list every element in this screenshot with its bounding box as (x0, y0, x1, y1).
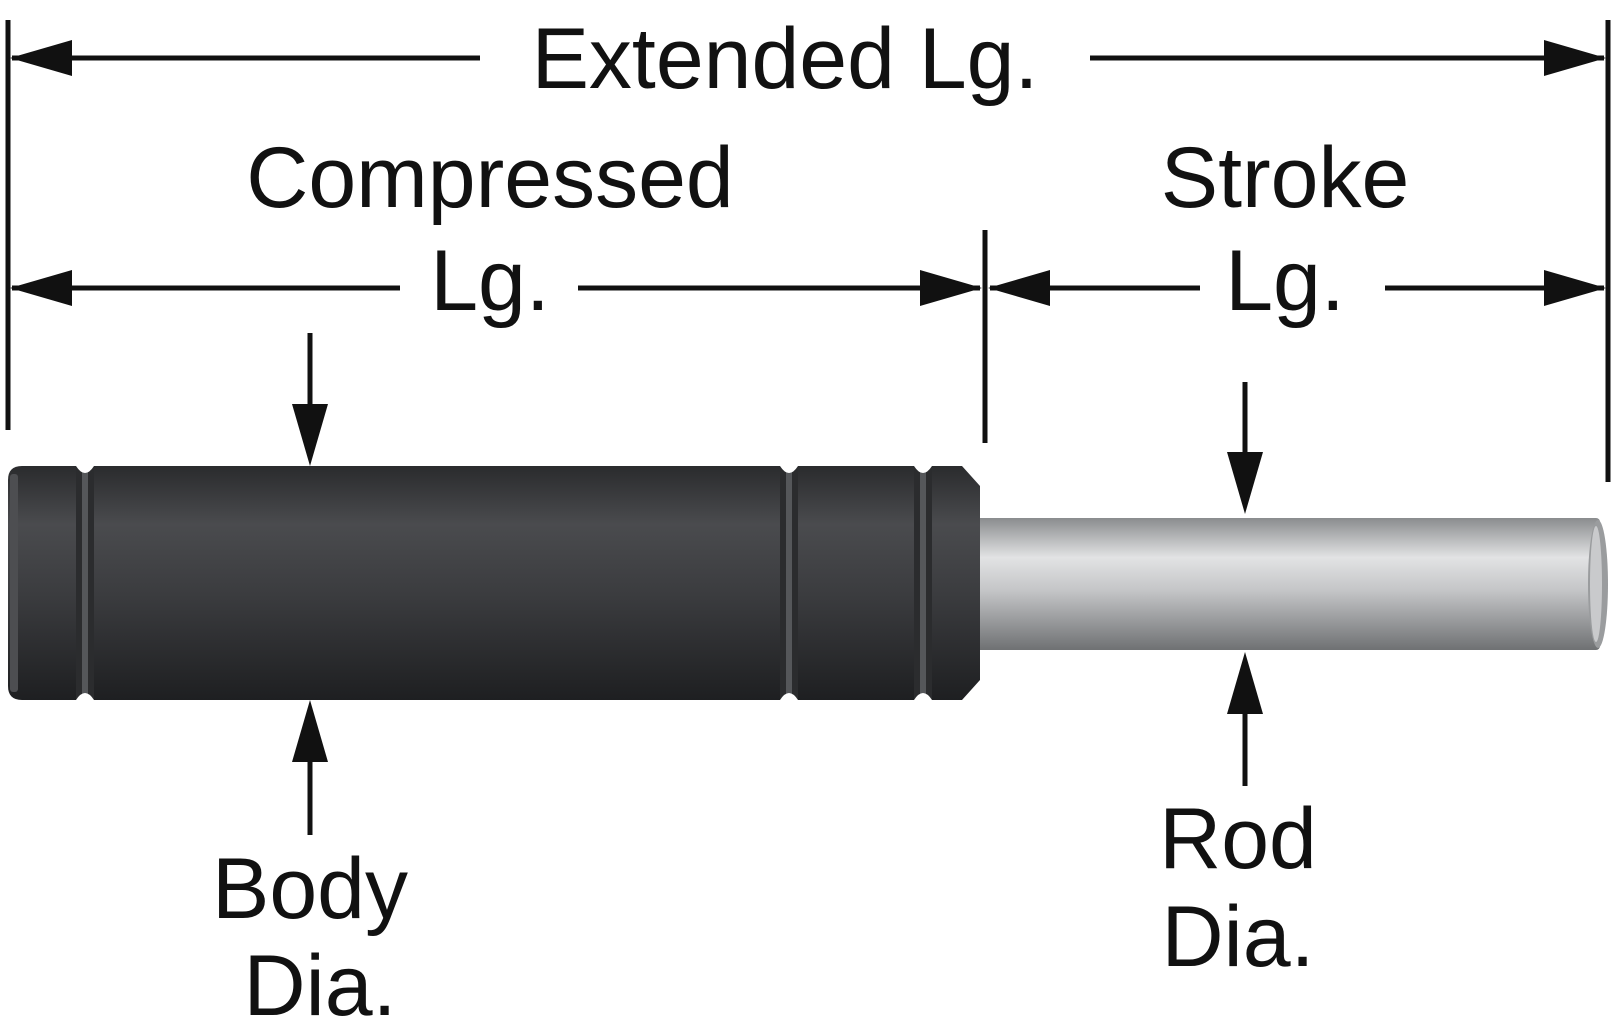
stroke-label-line1: Stroke (1161, 130, 1410, 226)
cylinder-body (8, 466, 980, 700)
compressed-label-line1: Compressed (246, 130, 734, 226)
extended-length-dimension: Extended Lg. (10, 11, 1606, 107)
rod-diameter-dimension: Rod Dia. (1159, 382, 1317, 985)
gas-spring-illustration (8, 466, 1608, 700)
body-groove-right (914, 466, 932, 700)
body-diameter-label-line1: Body (212, 841, 408, 937)
rod-diameter-label-line2: Dia. (1162, 889, 1315, 985)
extended-length-label: Extended Lg. (532, 11, 1039, 107)
stroke-length-dimension: Stroke Lg. (988, 130, 1606, 329)
compressed-label-line2: Lg. (430, 233, 550, 329)
piston-rod (960, 518, 1608, 650)
body-groove-left (76, 466, 94, 700)
body-groove-middle (780, 466, 798, 700)
rod-diameter-label-line1: Rod (1159, 791, 1317, 887)
stroke-label-line2: Lg. (1225, 233, 1345, 329)
body-diameter-label-line2: Dia. (244, 938, 397, 1021)
compressed-length-dimension: Compressed Lg. (10, 130, 982, 329)
body-diameter-dimension: Body Dia. (212, 333, 408, 1021)
